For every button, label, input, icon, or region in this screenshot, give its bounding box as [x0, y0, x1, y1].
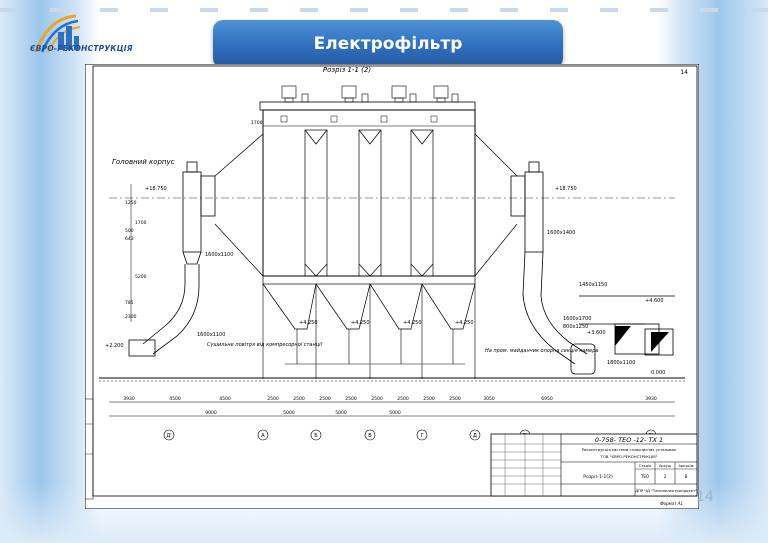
- dimension-label: 785: [125, 300, 134, 306]
- organization: ДПР ЧД "Теплоелектропроект": [635, 488, 697, 493]
- dimension-label: 643: [125, 236, 134, 242]
- elevation-label: +3.600: [587, 330, 606, 336]
- elevation-label: +4.600: [645, 298, 664, 304]
- company-logo-icon: [34, 14, 81, 53]
- sheets-label: Аркушів: [678, 464, 693, 468]
- dimension-label: 4500: [169, 396, 181, 402]
- drawing-name: Розріз 1-1(2): [583, 474, 613, 480]
- dimension-label: 1800х1100: [607, 360, 635, 366]
- page-title: Електрофільтр: [313, 34, 463, 54]
- drawing-code: 0-758- ТЕО -12- ТХ 1: [595, 436, 663, 444]
- elevation-label: +18.750: [145, 186, 167, 192]
- engineering-drawing: 14 Розріз 1-1 (2) Головний корпус: [85, 64, 699, 509]
- dimension-label: 3930: [645, 396, 657, 402]
- dimension-label: 1250: [125, 200, 137, 206]
- dimension-label: 5200: [135, 274, 147, 280]
- dimension-label: 3930: [123, 396, 135, 402]
- sheets-value: 8: [685, 474, 688, 479]
- dimension-label: 5000: [335, 410, 347, 416]
- elevation-label: +2.200: [105, 343, 124, 349]
- dimension-label: 9000: [205, 410, 217, 416]
- top-dash-decoration: [0, 8, 768, 12]
- note-label: Сушильне повітря від компресорної станці…: [207, 342, 323, 348]
- dimension-label: 3050: [483, 396, 495, 402]
- duct-label: 1600х1400: [547, 230, 575, 236]
- dimension-label: 2500: [449, 396, 461, 402]
- dimension-label: 4500: [219, 396, 231, 402]
- title-block: 0-758- ТЕО -12- ТХ 1 Реконструкція систе…: [490, 433, 698, 497]
- format-label: Формат А1: [660, 501, 683, 506]
- note-label: На пром. майданчик опорна секція камера: [485, 348, 598, 354]
- duct-label: 1600х1700: [563, 316, 591, 322]
- dimension-label: 2300: [125, 314, 137, 320]
- axis-marker: Д: [473, 433, 477, 439]
- title-banner: Електрофільтр: [213, 20, 563, 68]
- page-number: 14: [696, 489, 714, 505]
- dimension-label: 1700: [251, 120, 263, 126]
- elevation-label: +4.250: [299, 320, 318, 326]
- duct-label: 1600х1100: [197, 332, 225, 338]
- elevation-label: +4.250: [403, 320, 422, 326]
- background-left-panel: [0, 0, 100, 543]
- dimension-label: 1450х1150: [579, 282, 607, 288]
- dimension-label: 2500: [423, 396, 435, 402]
- view-label: Розріз 1-1 (2): [323, 66, 371, 74]
- elevation-label: +18.750: [555, 186, 577, 192]
- axis-marker: Д': [166, 433, 171, 439]
- axis-marker: Б: [314, 433, 318, 439]
- dimension-label: 2500: [319, 396, 331, 402]
- axis-marker: Г: [420, 433, 423, 439]
- sheet-label: Аркуш: [659, 464, 671, 468]
- dimension-label: 2500: [371, 396, 383, 402]
- company-name: ТОВ "ЄВРО-РЕКОНСТРУКЦІЯ": [600, 454, 658, 459]
- sheet-value: 2: [664, 474, 667, 479]
- axis-marker: В: [368, 433, 372, 439]
- project-description: Реконструкція системи газоочисних устано…: [582, 447, 677, 452]
- dimension-label: 2500: [293, 396, 305, 402]
- elevation-label: +4.250: [455, 320, 474, 326]
- stage-label: Стадія: [639, 464, 651, 468]
- sheet-number: 14: [680, 69, 688, 76]
- dimension-label: 2500: [345, 396, 357, 402]
- logo-text: ЄВРО-РЕКОНСТРУКЦІЯ: [30, 44, 133, 53]
- dimension-label: 5000: [283, 410, 295, 416]
- axis-marker: А: [261, 433, 265, 439]
- elevation-label: +4.250: [351, 320, 370, 326]
- stage-value: ТЕО: [640, 474, 649, 479]
- main-body-label: Головний корпус: [112, 158, 175, 166]
- elevation-label: 0.000: [651, 370, 665, 376]
- dimension-label: 2500: [397, 396, 409, 402]
- dimension-label: 2500: [267, 396, 279, 402]
- dimension-label: 1700: [135, 220, 147, 226]
- dimension-label: 800х1250: [563, 324, 588, 330]
- dimension-label: 6950: [541, 396, 553, 402]
- duct-label: 1600х1100: [205, 252, 233, 258]
- dimension-label: 500: [125, 228, 134, 234]
- dimension-label: 5000: [389, 410, 401, 416]
